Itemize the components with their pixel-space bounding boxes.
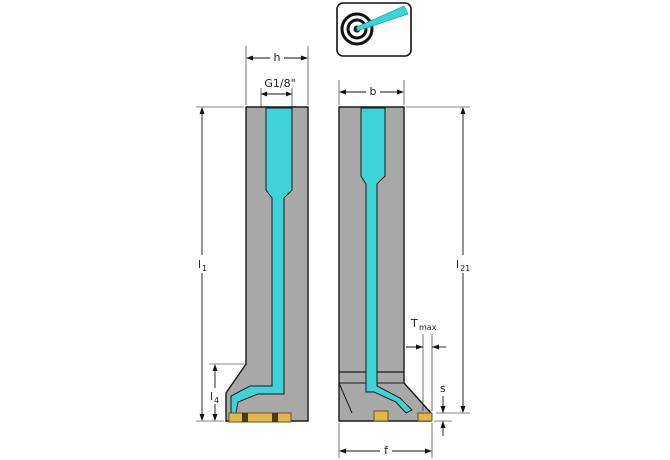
side-view xyxy=(225,106,309,423)
dimension-l1: l 1 xyxy=(193,106,244,422)
l21-subscript: 21 xyxy=(460,264,470,273)
dimension-tmax: T max xyxy=(406,317,446,411)
h-label: h xyxy=(274,51,281,64)
dimension-f: f xyxy=(338,423,433,458)
insert-screw xyxy=(272,413,278,422)
insert-screw xyxy=(242,413,248,422)
dimension-l4: l 4 xyxy=(208,363,244,421)
f-label: f xyxy=(384,444,389,457)
l1-subscript: 1 xyxy=(202,264,207,273)
l1-label: l xyxy=(198,258,201,271)
thread-label: G1/8" xyxy=(264,77,295,90)
front-view-insert-seat xyxy=(373,410,389,422)
s-label: s xyxy=(440,382,446,395)
tmax-subscript: max xyxy=(419,323,437,332)
b-label: b xyxy=(370,85,377,98)
front-view xyxy=(338,106,433,422)
dimension-s: s xyxy=(434,382,452,436)
dimension-l21: l 21 xyxy=(406,106,476,414)
tmax-label: T xyxy=(410,317,418,330)
coolant-jet xyxy=(356,5,409,32)
l4-label: l xyxy=(210,390,213,403)
internal-coolant-target-icon xyxy=(336,2,412,57)
dimension-b: b xyxy=(338,80,405,105)
side-view-insert xyxy=(228,412,292,423)
target-ring-middle xyxy=(346,18,368,40)
front-view-insert xyxy=(417,412,433,422)
target-ring-outer xyxy=(340,12,374,46)
l4-subscript: 4 xyxy=(214,396,219,405)
l21-label: l xyxy=(456,258,459,271)
dimension-thread: G1/8" xyxy=(260,77,296,108)
head-edge xyxy=(338,382,353,414)
dimension-h: h xyxy=(245,46,309,105)
